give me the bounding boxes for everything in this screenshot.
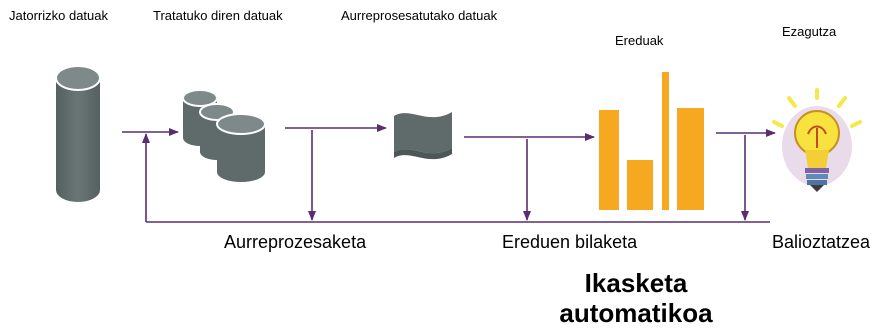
models-bars-icon [599,72,704,210]
step-label-evaluation: Balioztatzea [772,232,871,252]
model-bar-2 [627,160,653,210]
feedback-loop [142,130,770,223]
stage-label-source-data: Jatorrizko datuak [9,8,108,23]
model-bar-1 [599,110,619,210]
stage-label-knowledge: Ezagutza [782,24,837,39]
machine-learning-title: Ikasketa automatikoa [548,268,724,328]
source-data-cylinder-icon [55,65,101,202]
step-label-preprocessing: Aurreprozesaketa [224,232,367,252]
model-bar-4 [677,108,704,210]
step-label-model-search: Ereduen bilaketa [502,232,638,252]
preprocessed-data-sheet-icon [394,112,452,160]
data-to-process-stack-icon [182,89,266,182]
machine-learning-title-line2: automatikoa [559,298,713,328]
stage-label-preprocessed-data: Aurreprosesatutako datuak [341,8,498,23]
stage-label-models: Ereduak [615,33,664,48]
machine-learning-title-line1: Ikasketa [584,268,688,298]
model-bar-3 [662,72,669,210]
lightbulb-icon [772,88,862,192]
flow-arrows [122,124,776,141]
stage-label-data-to-process: Tratatuko diren datuak [153,8,283,23]
